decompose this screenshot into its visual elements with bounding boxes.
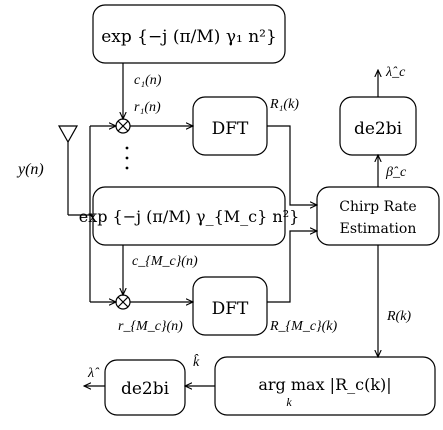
dft-top-block: DFT xyxy=(192,96,268,156)
dft-top-to-chirp xyxy=(267,125,317,205)
exp-bottom-label: exp {−j (π/M) γ_{M_c} n²} xyxy=(79,207,300,226)
ellipsis-dots xyxy=(125,146,129,170)
chirp-label-line2: Estimation xyxy=(340,221,417,237)
label-r1: r₁(n) xyxy=(134,100,161,115)
de2bi-bottom-block: de2bi xyxy=(104,359,186,416)
dft-bottom-label: DFT xyxy=(212,299,249,319)
label-c1: c₁(n) xyxy=(134,73,162,88)
chirp-label-line1: Chirp Rate xyxy=(339,199,416,215)
de2bi-top-block: de2bi xyxy=(339,96,417,156)
label-beta-c-hat: β̂_c xyxy=(385,165,407,180)
dft-bottom-to-chirp xyxy=(267,231,317,303)
label-rM: r_{M_c}(n) xyxy=(118,319,183,334)
dft-bottom-block: DFT xyxy=(192,276,268,336)
multiplier-bottom xyxy=(115,294,131,310)
label-lambda-c-hat: λ̂_c xyxy=(385,65,406,80)
antenna-icon xyxy=(57,125,93,216)
argmax-subscript: k xyxy=(286,395,292,409)
label-RM: R_{M_c}(k) xyxy=(269,319,338,334)
exp-top-block: exp {−j (π/M) γ₁ n²} xyxy=(92,4,286,64)
label-lambda-hat: λ̂ xyxy=(87,366,100,381)
exp-bottom-block: exp {−j (π/M) γ_{M_c} n²} xyxy=(79,186,300,246)
label-yn: y(n) xyxy=(16,161,44,178)
exp-top-label: exp {−j (π/M) γ₁ n²} xyxy=(101,27,277,47)
label-R1: R₁(k) xyxy=(269,97,299,112)
multiplier-top xyxy=(115,118,131,134)
dft-top-label: DFT xyxy=(212,119,249,139)
de2bi-top-label: de2bi xyxy=(354,119,403,139)
de2bi-bottom-label: de2bi xyxy=(121,379,170,399)
label-Rk: R(k) xyxy=(386,309,411,324)
argmax-block: arg max |R_c(k)| k xyxy=(214,356,436,416)
label-k-hat: k̂ xyxy=(193,353,200,370)
argmax-label: arg max |R_c(k)| xyxy=(258,375,391,394)
chirp-rate-estimation-block: Chirp Rate Estimation xyxy=(316,186,440,246)
label-cM: c_{M_c}(n) xyxy=(132,254,198,269)
